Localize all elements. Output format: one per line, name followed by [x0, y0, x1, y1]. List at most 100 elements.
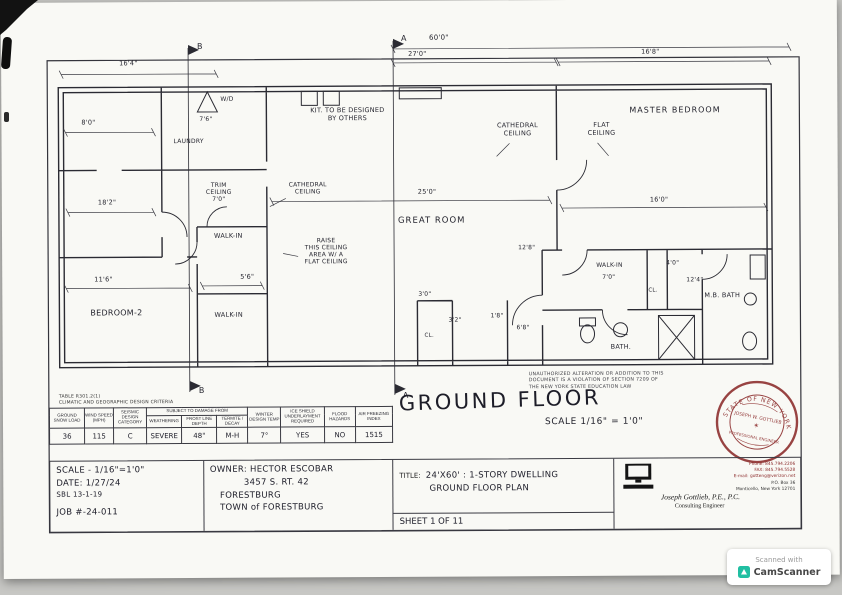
climatic-table: TABLE R301.2(1) CLIMATIC AND GEOGRAPHIC …: [49, 393, 393, 445]
col-termite: TERMITE / DECAY: [216, 414, 248, 428]
dim-16ft4: 16'4": [119, 59, 138, 68]
val-flood: NO: [324, 427, 356, 444]
col-flood: FLOOD HAZARDS: [324, 406, 356, 428]
title-label: TITLE:: [399, 471, 421, 480]
dim-8ft: 8'0": [81, 118, 96, 127]
dim-5ft6: 5'6": [240, 272, 255, 281]
camscanner-brand: CamScanner: [753, 566, 821, 578]
dim-60ft: 60'0": [428, 33, 449, 42]
title-block: SCALE - 1/16"=1'0" DATE: 1/27/24 SBL 13-…: [49, 456, 802, 533]
title-block-scale-cell: SCALE - 1/16"=1'0" DATE: 1/27/24 SBL 13-…: [50, 460, 205, 532]
col-winter-temp: WINTER DESIGN TEMP: [247, 406, 281, 428]
title-block-title-cell: TITLE: 24'X60' : 1-STORY DWELLING GROUND…: [393, 458, 616, 530]
room-bedroom-2: BEDROOM-2: [90, 308, 143, 318]
dim-7ft6: 7'6": [199, 115, 213, 123]
engineer-address-2: Monticello, New York 12701: [735, 486, 796, 493]
title-block-owner-cell: OWNER: HECTOR ESCOBAR 3457 S. RT. 42 FOR…: [203, 459, 394, 531]
room-great-room: GREAT ROOM: [397, 215, 466, 226]
section-arrows: [188, 38, 406, 394]
room-bath: BATH.: [610, 342, 632, 351]
sheet-number: SHEET 1 OF 11: [393, 511, 615, 530]
engineer-name: Joseph Gottlieb, P.E., P.C.: [660, 492, 741, 502]
bath-sink: [613, 322, 629, 338]
room-walk-in-3: WALK-IN: [596, 261, 623, 269]
engineer-role: Consulting Engineer: [674, 503, 725, 510]
cathedral-ceiling-note-right: CATHEDRAL CEILING: [496, 121, 538, 137]
flat-ceiling-note: FLAT CEILING: [587, 120, 616, 137]
camscanner-badge: Scanned with CamScanner: [727, 549, 831, 585]
closet-label-1: CL.: [648, 287, 658, 294]
bath-toilet: [580, 324, 596, 344]
val-ice-shield: YES: [280, 427, 325, 444]
dim-18ft2: 18'2": [97, 198, 117, 207]
owner-line-3: FORESTBURG: [219, 490, 282, 501]
val-weathering: SEVERE: [146, 428, 182, 445]
room-master-bedroom: MASTER BEDROOM: [629, 105, 721, 115]
date-line: DATE: 1/27/24: [56, 478, 121, 489]
col-air-freezing: AIR FREEZING INDEX: [355, 406, 393, 428]
walls: [57, 83, 774, 369]
raise-ceiling-note: RAISE THIS CEILING AREA W/ A FLAT CEILIN…: [304, 237, 348, 266]
owner-line-2: 3457 S. RT. 42: [243, 477, 309, 488]
col-frost-line: FROST LINE DEPTH: [181, 415, 217, 429]
mb-vanity: [749, 254, 766, 280]
room-laundry: LAUNDRY: [173, 137, 204, 146]
val-wind-speed: 115: [84, 428, 114, 445]
engineer-stamp-icon: STATE OF NEW YORK JOSEPH W. GOTTLIEB ✶ P…: [715, 380, 799, 464]
dim-3ft: 3'0": [418, 290, 432, 298]
leader-lines: [269, 142, 609, 257]
dim-7ft: 7'0": [602, 273, 616, 281]
section-lines: [187, 40, 396, 395]
col-ground-snow: GROUND SNOW LOAD: [49, 407, 85, 429]
alteration-note: UNAUTHORIZED ALTERATION OR ADDITION TO T…: [528, 371, 664, 391]
dim-25ft: 25'0": [417, 187, 437, 196]
camscanner-scanned-with: Scanned with: [755, 556, 803, 564]
engineer-email: E-mail: gotteng@verizon.net: [733, 474, 796, 480]
dim-16ft: 16'0": [649, 195, 669, 204]
room-mb-bath: M.B. BATH: [704, 291, 741, 300]
owner-line-4: TOWN of FORESTBURG: [220, 502, 324, 514]
val-winter-temp: 7°: [247, 427, 281, 444]
owner-line-1: OWNER: HECTOR ESCOBAR: [209, 464, 334, 475]
dim-11ft6: 11'6": [94, 275, 113, 284]
col-weathering: WEATHERING: [146, 415, 182, 429]
title-line-2: GROUND FLOOR PLAN: [429, 482, 530, 494]
dim-6ft8: 6'8": [516, 324, 530, 332]
col-seismic: SEISMIC DESIGN CATEGORY: [113, 407, 147, 429]
val-frost-line: 48": [181, 427, 217, 444]
bath-toilet-tank: [578, 317, 597, 327]
dim-12ft4: 12'4": [686, 276, 704, 284]
val-air-freezing: 1515: [355, 426, 393, 444]
mb-sink: [743, 292, 757, 306]
dim-1ft8: 1'8": [490, 312, 504, 320]
job-number-line: JOB #-24-011: [56, 506, 119, 518]
title-block-engineer-cell: Joseph Gottlieb, P.E., P.C. Consulting E…: [615, 458, 801, 529]
sheet-border: [46, 56, 803, 534]
closet-label-2: CL.: [424, 332, 434, 339]
door-swings: [161, 159, 728, 336]
dim-4ft: 4'0": [666, 259, 680, 267]
col-wind-speed: WIND SPEED (MPH): [84, 407, 114, 429]
washer-dryer-label: W/D: [220, 95, 234, 103]
dim-27ft: 27'0": [408, 49, 427, 58]
title-line-1: 24'X60' : 1-STORY DWELLING: [425, 470, 559, 481]
scale-line: SCALE - 1/16"=1'0": [56, 465, 145, 476]
val-termite: M-H: [216, 427, 248, 444]
room-walk-in-1: WALK-IN: [214, 231, 243, 240]
computer-icon: [623, 463, 654, 489]
cathedral-ceiling-note-left: CATHEDRAL CEILING: [288, 181, 327, 196]
section-marker-b-top: B: [197, 41, 203, 51]
section-marker-a-top: A: [400, 33, 407, 43]
drawing-scale-note: SCALE 1/16" = 1'0": [544, 416, 644, 428]
trim-ceiling-note: TRIM CEILING 7'0": [205, 181, 232, 204]
paper-sheet: STATE OF NEW YORK JOSEPH W. GOTTLIEB ✶ P…: [0, 0, 840, 579]
dim-16ft8: 16'8": [641, 47, 660, 56]
room-walk-in-2: WALK-IN: [214, 310, 244, 319]
kitchen-counters: [300, 87, 442, 106]
fixtures: [196, 87, 766, 361]
val-seismic: C: [113, 428, 147, 445]
camscanner-logo-icon: [737, 566, 750, 578]
dimension-lines: [58, 42, 792, 293]
